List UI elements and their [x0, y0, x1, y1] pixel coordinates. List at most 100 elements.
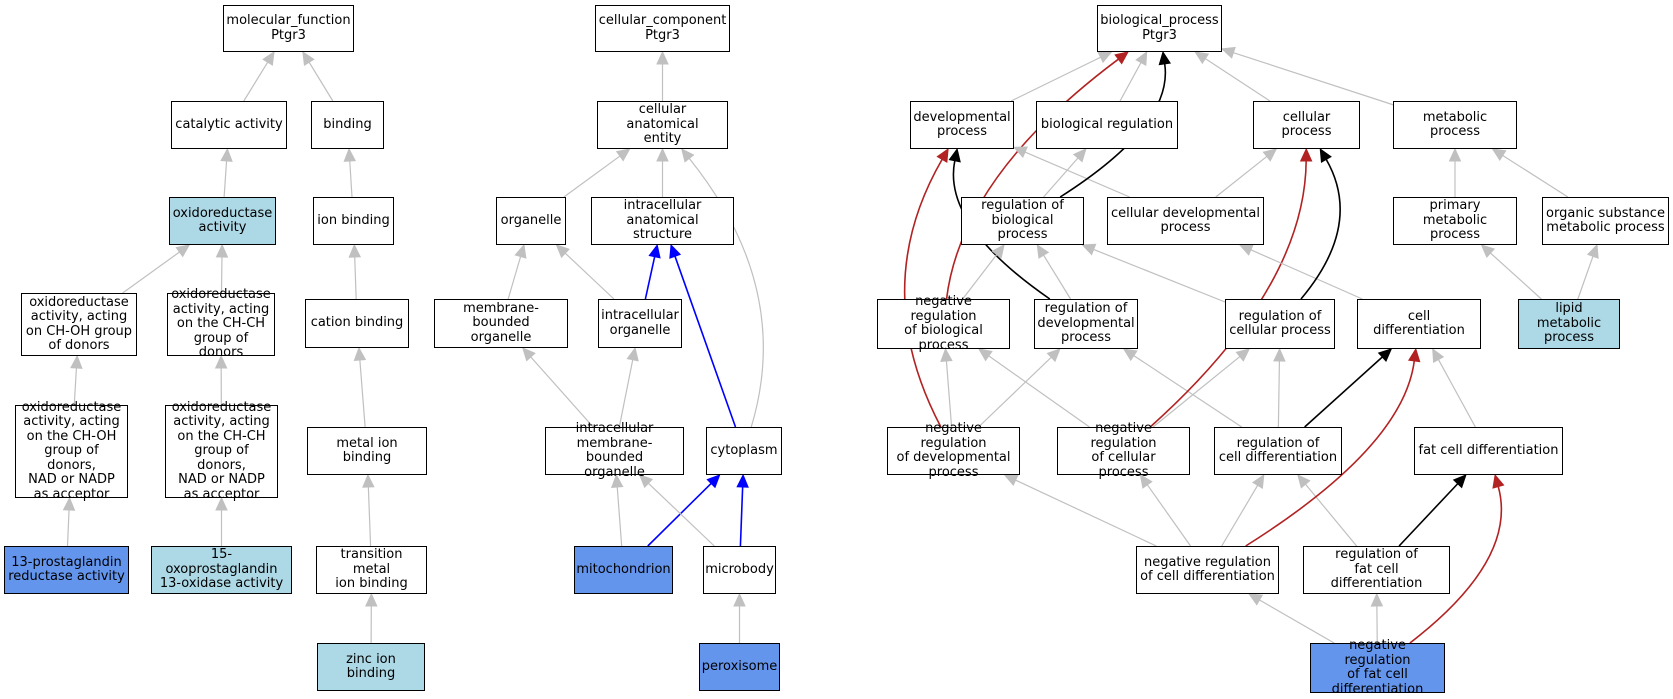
edge-negregcelldiff-to-celldiff-arrowhead	[1407, 347, 1421, 363]
edge-orgsub-to-metproc-arrowhead	[1491, 148, 1507, 162]
node-regulation-of-cell-differentiation[interactable]: regulation of cell differentiation	[1214, 427, 1342, 475]
node-regulation-of-fat-cell-differentiation[interactable]: regulation of fat cell differentiation	[1303, 546, 1450, 594]
node-oxidoreductase-activity[interactable]: oxidoreductase activity	[169, 197, 276, 245]
edge-fatdiff-to-celldiff-arrowhead	[1432, 347, 1445, 363]
edge-zinc-to-transmetal-arrowhead	[365, 592, 378, 607]
edge-fatdiff-to-celldiff	[1437, 359, 1476, 428]
node-cytoplasm[interactable]: cytoplasm	[706, 427, 782, 475]
node-cellular-anatomical-entity[interactable]: cellular anatomical entity	[597, 101, 728, 149]
node-membrane-bounded-organelle[interactable]: membrane-bounded organelle	[434, 299, 568, 348]
edge-regfat-to-regcelldiff	[1305, 483, 1358, 547]
edge-devproc-to-bp	[1010, 56, 1101, 102]
node-primary-metabolic-process[interactable]: primary metabolic process	[1393, 197, 1517, 245]
edge-binding-to-mf	[308, 61, 334, 102]
edge-negregcelldiff-to-regcelldiff-arrowhead	[1252, 473, 1265, 489]
edge-devproc-to-bp-arrowhead	[1097, 51, 1113, 64]
edge-regcelldiff-to-celldiff-arrowhead	[1377, 348, 1393, 363]
node-organic-substance-metabolic-process[interactable]: organic substance metabolic process	[1542, 197, 1669, 245]
node-cell-differentiation[interactable]: cell differentiation	[1357, 299, 1481, 349]
edge-negregfat-to-negregcelldiff	[1259, 599, 1335, 644]
node-oxidoreductase-ch-ch-nad[interactable]: oxidoreductase activity, acting on the C…	[165, 400, 278, 501]
node-ion-binding[interactable]: ion binding	[313, 197, 394, 245]
node-organelle[interactable]: organelle	[496, 197, 566, 245]
node-peroxisome[interactable]: peroxisome	[699, 643, 780, 691]
edge-negregbio-to-regbio-arrowhead	[991, 244, 1005, 259]
edge-intorg-to-ias	[644, 256, 656, 300]
node-molecular-function[interactable]: molecular_function Ptgr3	[223, 5, 354, 52]
edge-microbody-to-cytoplasm	[739, 486, 744, 547]
node-negative-regulation-of-fat-cell-differentiation[interactable]: negative regulation of fat cell differen…	[1310, 638, 1445, 696]
node-lipid-metabolic-process[interactable]: lipid metabolic process	[1518, 299, 1620, 349]
node-metal-ion-binding[interactable]: metal ion binding	[307, 427, 427, 475]
edge-metalion-to-cation	[359, 359, 366, 428]
node-catalytic-activity[interactable]: catalytic activity	[171, 101, 287, 149]
edge-negregbio-to-bp-arrowhead	[1114, 51, 1129, 65]
edge-catalytic-to-mf-arrowhead	[262, 50, 275, 66]
node-13-prostaglandin-reductase[interactable]: 13-prostaglandin reductase activity	[4, 546, 129, 594]
edge-regbio-to-bioreg-arrowhead	[1072, 148, 1087, 163]
edge-negregbio-to-bp	[945, 58, 1119, 300]
edge-cytoplasm-to-ias-arrowhead	[669, 243, 682, 259]
edge-cation-to-ionbind-arrowhead	[348, 243, 362, 258]
node-negative-regulation-of-cellular-process[interactable]: negative regulation of cellular process	[1057, 421, 1190, 479]
node-intracellular-membrane-bounded-organelle[interactable]: intracellular membrane-bounded organelle	[545, 421, 684, 479]
edge-mbo-to-organelle-arrowhead	[514, 243, 527, 259]
node-oxidoreductase-ch-oh-nad[interactable]: oxidoreductase activity, acting on the C…	[15, 400, 128, 501]
edge-ias-to-cae-arrowhead	[656, 147, 669, 162]
node-intracellular-organelle[interactable]: intracellular organelle	[598, 299, 682, 348]
node-regulation-of-cellular-process[interactable]: regulation of cellular process	[1225, 299, 1335, 349]
edge-mito-to-imbo	[616, 486, 623, 547]
edge-metalion-to-cation-arrowhead	[353, 346, 367, 361]
edge-negregdev-to-devproc-arrowhead	[936, 147, 949, 163]
edge-oxchch-to-oxido-arrowhead	[215, 243, 229, 258]
edge-intorg-to-ias-arrowhead	[648, 243, 661, 259]
edge-cytoplasm-to-cae-arrowhead	[681, 148, 695, 163]
node-15-oxoprostaglandin-oxidase[interactable]: 15-oxoprostaglandin 13-oxidase activity	[151, 546, 292, 594]
node-cellular-process[interactable]: cellular process	[1253, 101, 1360, 149]
node-oxidoreductase-ch-oh[interactable]: oxidoreductase activity, acting on CH-OH…	[21, 293, 137, 356]
edge-negregdev-to-negregbio	[945, 360, 953, 428]
edge-celldev-to-devproc-arrowhead	[1012, 146, 1028, 159]
edge-oxchchnad-to-oxchch-arrowhead	[214, 354, 228, 369]
node-biological-process[interactable]: biological_process Ptgr3	[1097, 5, 1222, 52]
node-cation-binding[interactable]: cation binding	[305, 299, 409, 348]
node-regulation-of-developmental-process[interactable]: regulation of developmental process	[1034, 299, 1138, 349]
edge-prostared-to-oxchohnad	[66, 509, 70, 547]
edge-imbo-to-mbo-arrowhead	[522, 347, 536, 362]
node-negative-regulation-of-developmental-process[interactable]: negative regulation of developmental pro…	[887, 421, 1020, 479]
edge-negregfat-to-regfat-arrowhead	[1370, 592, 1384, 607]
edge-oxchch-to-oxido	[220, 256, 223, 294]
edge-negregfat-to-negregcelldiff-arrowhead	[1248, 593, 1264, 606]
node-intracellular-anatomical-structure[interactable]: intracellular anatomical structure	[591, 197, 734, 245]
node-oxidoreductase-ch-ch[interactable]: oxidoreductase activity, acting on the C…	[167, 288, 275, 360]
edge-regcell-to-regbio	[1093, 248, 1226, 303]
node-developmental-process[interactable]: developmental process	[910, 101, 1014, 149]
node-cellular-component[interactable]: cellular_component Ptgr3	[595, 5, 730, 52]
node-mitochondrion[interactable]: mitochondrion	[574, 546, 673, 594]
edge-negregcell-to-regcell	[1152, 356, 1241, 428]
edge-regfat-to-fatdiff	[1398, 483, 1459, 547]
edge-negregcelldiff-to-celldiff	[1245, 360, 1416, 547]
edge-negregfat-to-fatdiff-arrowhead	[1492, 473, 1505, 489]
node-transition-metal-ion-binding[interactable]: transition metal ion binding	[316, 546, 427, 594]
edge-oxchohnad-to-oxchoh-arrowhead	[70, 354, 83, 369]
node-biological-regulation[interactable]: biological regulation	[1036, 101, 1178, 149]
edge-regcell-to-cellproc-arrowhead	[1319, 147, 1332, 163]
edge-mito-to-cytoplasm	[647, 482, 712, 547]
edge-regdev-to-regbio	[1043, 254, 1072, 300]
edge-celldiff-to-celldev-arrowhead	[1238, 244, 1254, 256]
node-regulation-of-biological-process[interactable]: regulation of biological process	[961, 197, 1084, 245]
node-negative-regulation-of-biological-process[interactable]: negative regulation of biological proces…	[877, 294, 1010, 352]
node-binding[interactable]: binding	[311, 101, 384, 149]
node-zinc-ion-binding[interactable]: zinc ion binding	[317, 643, 425, 691]
node-metabolic-process[interactable]: metabolic process	[1393, 101, 1517, 149]
edge-intorg-to-organelle	[564, 252, 615, 300]
edge-celldev-to-devproc	[1024, 151, 1130, 198]
edge-oxido-to-catalytic	[223, 160, 228, 198]
node-negative-regulation-of-cell-differentiation[interactable]: negative regulation of cell differentiat…	[1136, 546, 1279, 594]
node-fat-cell-differentiation[interactable]: fat cell differentiation	[1414, 427, 1563, 475]
edge-perox-to-microbody-arrowhead	[733, 592, 746, 607]
node-microbody[interactable]: microbody	[703, 546, 776, 594]
edge-cellproc-to-bp-arrowhead	[1194, 51, 1210, 65]
node-cellular-developmental-process[interactable]: cellular developmental process	[1107, 197, 1264, 245]
